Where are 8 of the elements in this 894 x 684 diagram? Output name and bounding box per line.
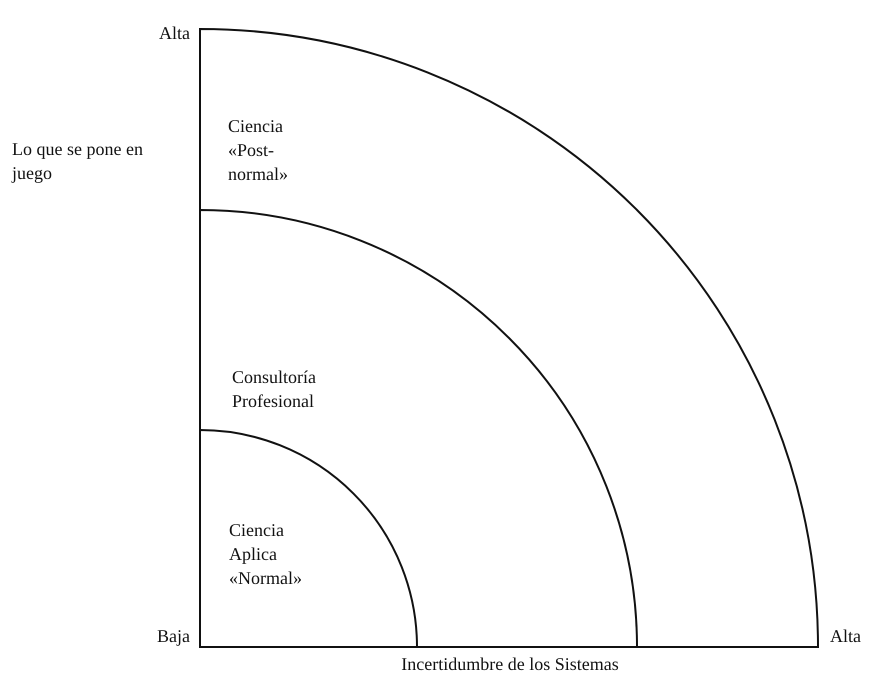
axis-label: Baja	[156, 625, 190, 648]
axis-label: Alta	[830, 625, 862, 648]
region-label: Ciencia Aplica «Normal»	[229, 519, 302, 590]
axis-label: Lo que se pone en juego	[12, 138, 144, 185]
axis-label: Alta	[158, 22, 190, 45]
region-label: Consultoría Profesional	[232, 366, 316, 413]
region-label: Ciencia «Post-normal»	[228, 115, 288, 186]
axis-label: Incertidumbre de los Sistemas	[400, 653, 620, 676]
